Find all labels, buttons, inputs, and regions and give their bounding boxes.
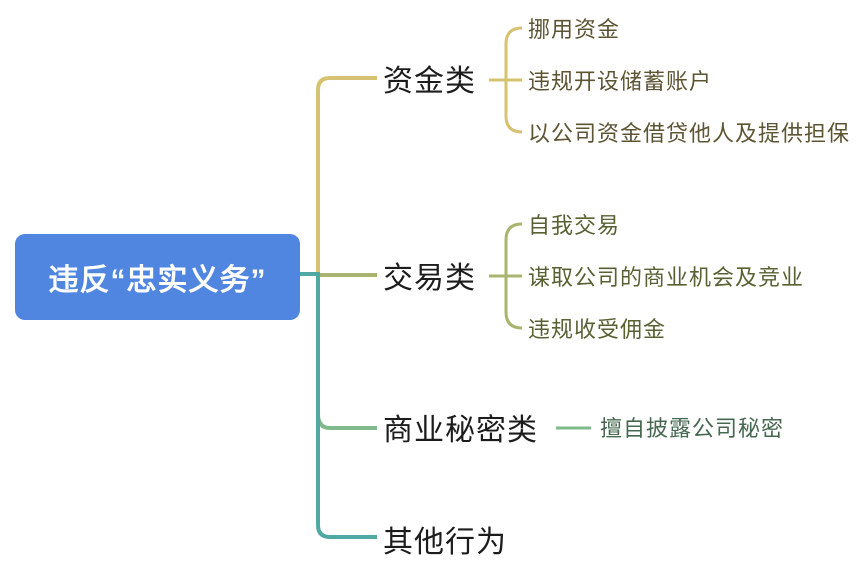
- child-label-funds-3[interactable]: 以公司资金借贷他人及提供担保: [528, 121, 851, 146]
- root-node[interactable]: 违反“忠实义务”: [15, 234, 300, 320]
- branch-funds-line: [316, 76, 377, 274]
- branch-other-line: [300, 272, 377, 539]
- child-label-funds-1[interactable]: 挪用资金: [528, 17, 621, 42]
- child-label-trade-3[interactable]: 违规收受佣金: [528, 317, 667, 342]
- branch-trade-bracket: [489, 222, 523, 330]
- branch-label-other[interactable]: 其他行为: [383, 526, 507, 559]
- branch-label-trade[interactable]: 交易类: [383, 262, 476, 295]
- child-label-trade-1[interactable]: 自我交易: [528, 213, 621, 238]
- child-label-funds-2[interactable]: 违规开设储蓄账户: [528, 69, 713, 94]
- branch-secret-line: [316, 413, 377, 430]
- branch-label-secret[interactable]: 商业秘密类: [383, 414, 538, 447]
- branch-label-funds[interactable]: 资金类: [383, 65, 476, 98]
- child-label-secret-1[interactable]: 擅自披露公司秘密: [600, 416, 785, 441]
- root-label: 违反“忠实义务”: [48, 264, 267, 297]
- child-label-trade-2[interactable]: 谋取公司的商业机会及竞业: [528, 265, 805, 290]
- branch-funds-bracket: [489, 26, 523, 134]
